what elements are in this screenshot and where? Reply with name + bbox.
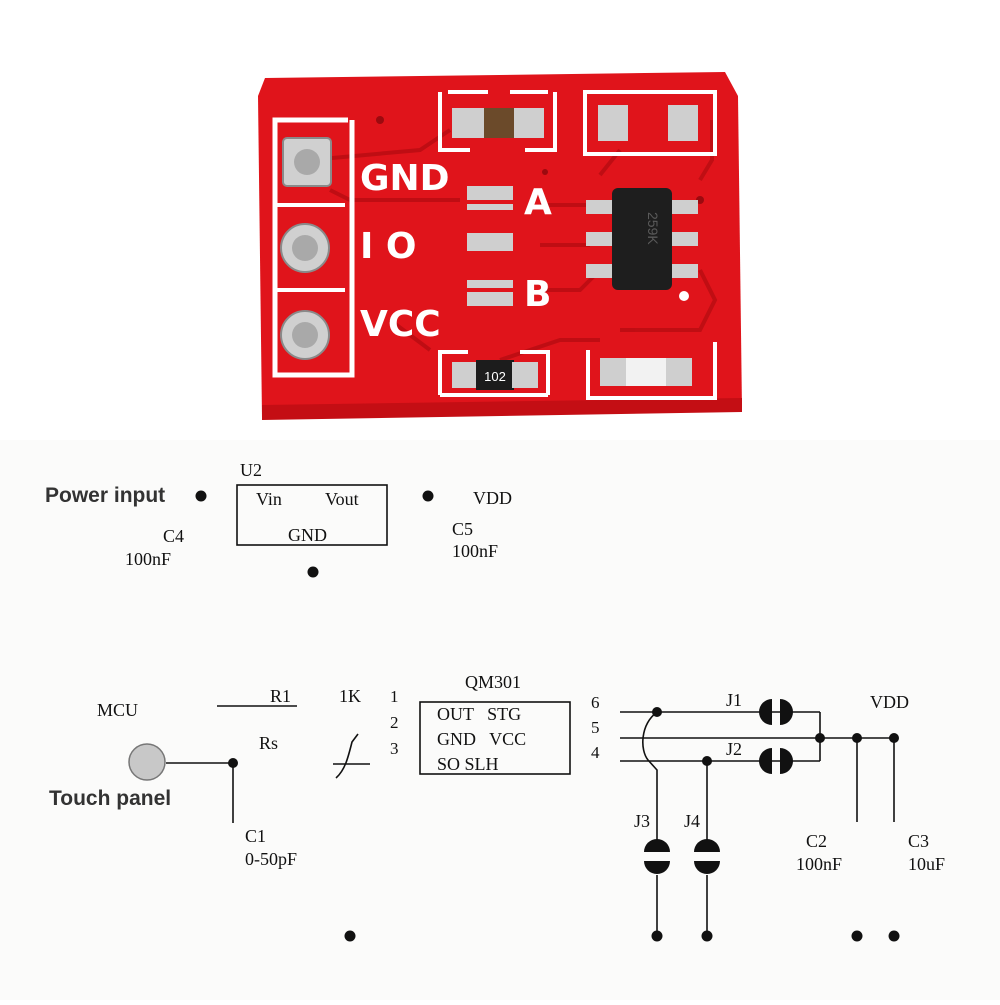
pin6-junction: [652, 707, 662, 717]
cap-pad-left: [452, 108, 484, 138]
qm301-pin3: 3: [390, 739, 399, 758]
u2-gnd: GND: [288, 525, 327, 545]
rs-label: Rs: [259, 733, 278, 753]
j2-label: J2: [726, 739, 742, 759]
c2-ref: C2: [806, 831, 827, 851]
rs-junction: [228, 758, 238, 768]
header-outline: [272, 117, 355, 378]
pin4-junction: [702, 756, 712, 766]
cap-pad-right: [514, 108, 544, 138]
j4-label: J4: [684, 811, 700, 831]
pcb-via: [376, 116, 384, 124]
empty-pad: [598, 105, 628, 141]
j1-label: J1: [726, 690, 742, 710]
jumper-common-pad: [467, 233, 513, 251]
c4-value: 100nF: [125, 549, 171, 569]
pcb-photo: GND I O VCC A B 259K: [0, 0, 1000, 440]
c3-junction: [889, 733, 899, 743]
resistor-code: 102: [484, 369, 506, 384]
touch-ic: 259K: [586, 188, 698, 301]
jumper-a-pad: [467, 204, 513, 210]
u2-vin: Vin: [256, 489, 282, 509]
chip-marking: 259K: [645, 212, 661, 245]
jumper-j4: [694, 839, 720, 874]
c2-ground-dot: [851, 930, 863, 942]
silk-vcc-label: VCC: [360, 304, 441, 345]
footprint-outline: [583, 90, 717, 156]
vdd-right-label: VDD: [870, 692, 909, 712]
touch-panel-label: Touch panel: [49, 787, 171, 810]
vdd-junction: [815, 733, 825, 743]
gnd-pin-hole: [294, 149, 320, 175]
qm301-row2: GND VCC: [437, 729, 526, 749]
c3-value: 10uF: [908, 854, 945, 874]
pcb-board-illustration: GND I O VCC A B 259K: [258, 72, 742, 420]
resistor-pad-right: [512, 362, 538, 388]
vcc-pin-hole: [292, 322, 318, 348]
j3-label: J3: [634, 811, 650, 831]
c5-value: 100nF: [452, 541, 498, 561]
ground-dot: [344, 930, 356, 942]
power-input-dot: [195, 490, 207, 502]
empty-pad: [668, 105, 698, 141]
c1-value: 0-50pF: [245, 849, 297, 869]
qm301-row3: SO SLH: [437, 754, 499, 774]
schematic-diagram: U2 Vin Vout GND Power input VDD C4 100nF…: [0, 440, 1000, 1000]
jumper-b-pad: [467, 292, 513, 306]
smd-led: [626, 358, 666, 386]
jumper-a-pad: [467, 186, 513, 200]
pcb-via: [542, 169, 548, 175]
c4-ref: C4: [163, 526, 184, 546]
qm301-pin5: 5: [591, 718, 600, 737]
resistor-pad-left: [452, 362, 478, 388]
led-pad-left: [600, 358, 626, 386]
c1-ref: C1: [245, 826, 266, 846]
silk-io-label: I O: [360, 226, 417, 267]
qm301-pin2: 2: [390, 713, 399, 732]
silk-b-label: B: [524, 274, 551, 315]
c5-ref: C5: [452, 519, 473, 539]
qm301-box: [419, 701, 571, 775]
r1-ref: R1: [270, 686, 291, 706]
j3-ground-dot: [651, 930, 663, 942]
pcb-edge-shadow: [262, 398, 742, 420]
vdd-top-label: VDD: [473, 488, 512, 508]
schematic-svg: U2 Vin Vout GND Power input VDD C4 100nF…: [45, 460, 945, 942]
led-pad-right: [666, 358, 692, 386]
j4-ground-dot: [701, 930, 713, 942]
qm301-pin1: 1: [390, 687, 399, 706]
r1-value: 1K: [339, 686, 361, 706]
power-input-label: Power input: [45, 484, 165, 507]
silk-gnd-label: GND: [360, 158, 450, 199]
io-pin-hole: [292, 235, 318, 261]
qm301-pin6: 6: [591, 693, 600, 712]
vdd-dot: [422, 490, 434, 502]
qm301-ref: QM301: [465, 672, 521, 692]
c2-junction: [852, 733, 862, 743]
wire-j3: [642, 711, 658, 840]
jumper-j3: [644, 839, 670, 874]
jumper-j1: [759, 699, 793, 725]
u2-gnd-dot: [307, 566, 319, 578]
pin3-curve: [335, 733, 359, 779]
jumper-j2: [759, 748, 793, 774]
mcu-label: MCU: [97, 700, 138, 720]
qm301-pin4: 4: [591, 743, 600, 762]
silk-a-label: A: [524, 182, 552, 223]
smd-capacitor: [484, 108, 514, 138]
qm301-row1: OUT STG: [437, 704, 521, 724]
c3-ground-dot: [888, 930, 900, 942]
touch-panel-pad: [128, 743, 166, 781]
jumper-b-pad: [467, 280, 513, 288]
c3-ref: C3: [908, 831, 929, 851]
u2-regulator-box: [236, 484, 388, 546]
smd-resistor: [476, 360, 514, 390]
c2-value: 100nF: [796, 854, 842, 874]
u2-ref: U2: [240, 460, 262, 480]
u2-vout: Vout: [325, 489, 359, 509]
